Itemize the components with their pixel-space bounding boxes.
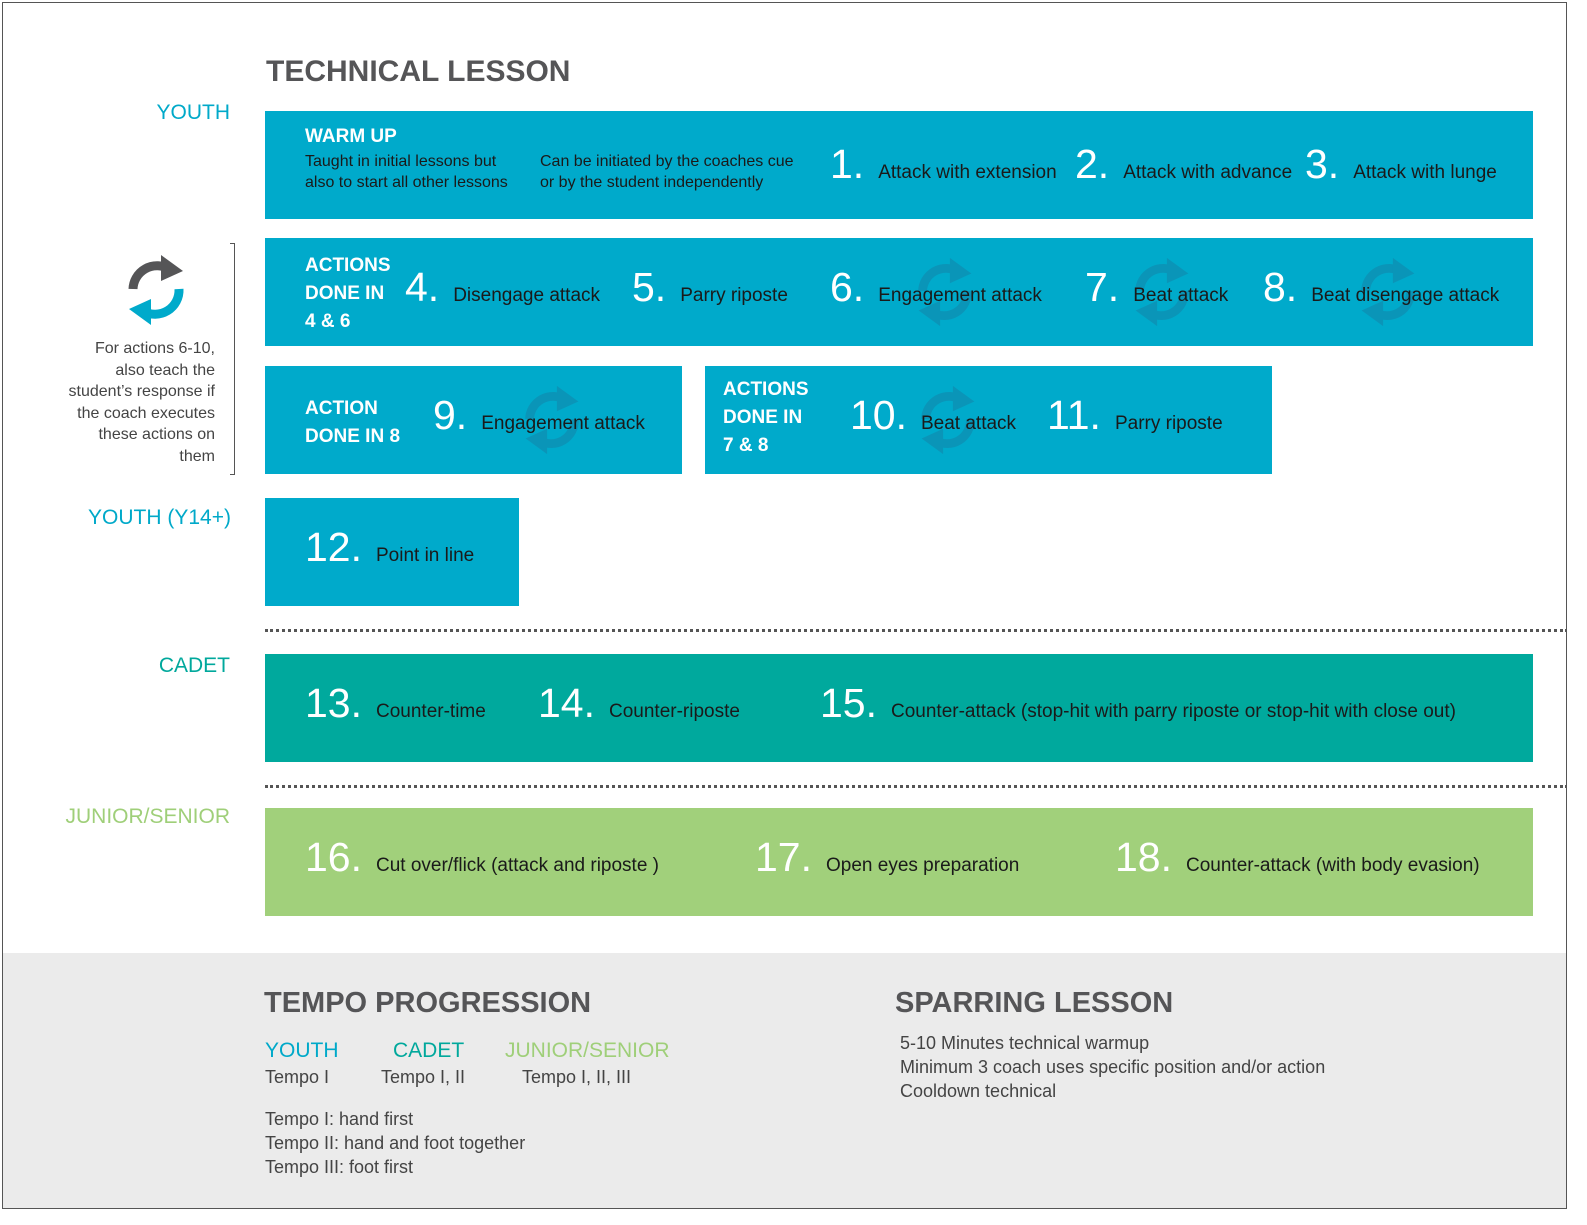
action-number: 13. [305,680,362,726]
action-label: Disengage attack [453,285,601,306]
action-label: Attack with extension [878,162,1057,183]
warmup-header: WARM UP [305,126,397,147]
action-label: Beat attack [1133,285,1229,306]
action-number: 15. [820,680,877,726]
action-8-box: ACTION DONE IN 8 9. Engagement attack [265,366,682,474]
action-number: 2. [1075,141,1110,187]
actions-7-8-header: ACTIONS DONE IN 7 & 8 [723,379,809,456]
action-item-12: 12. Point in line [305,524,474,571]
action-number: 12. [305,524,362,570]
action-number: 14. [538,680,595,726]
infographic: TECHNICAL LESSON YOUTH YOUTH (Y14+) CADE… [2,2,1567,1209]
point-in-line-box: 12. Point in line [265,498,519,606]
cycle-arrows-icon [128,255,184,325]
action-item-18: 18. Counter-attack (with body evasion) [1115,834,1480,881]
action-item-5: 5. Parry riposte [632,264,788,311]
action-label: Counter-time [376,701,486,722]
cadet-box: 13. Counter-time 14. Counter-riposte 15.… [265,654,1533,762]
level-label-youth: YOUTH [156,101,231,124]
warmup-box: WARM UP Taught in initial lessons but al… [265,111,1533,219]
action-item-13: 13. Counter-time [305,680,486,727]
action-label: Engagement attack [481,413,645,434]
warmup-note-1: Taught in initial lessons but also to st… [305,153,508,191]
action-item-17: 17. Open eyes preparation [755,834,1019,881]
action-item-14: 14. Counter-riposte [538,680,740,727]
bracket-divider [230,243,239,475]
action-item-2: 2. Attack with advance [1075,141,1292,188]
action-number: 10. [850,392,907,438]
action-number: 4. [405,264,440,310]
tempo-definition: Tempo II: hand and foot together [265,1133,526,1153]
action-label: Engagement attack [878,285,1042,306]
action-label: Cut over/flick (attack and riposte ) [376,855,659,876]
sparring-line: 5-10 Minutes technical warmup [900,1033,1150,1053]
action-number: 6. [830,264,865,310]
tempo-value-junior: Tempo I, II, III [522,1067,632,1087]
tempo-definition: Tempo III: foot first [265,1157,414,1177]
action-number: 5. [632,264,667,310]
action-number: 1. [830,141,865,187]
action-number: 18. [1115,834,1172,880]
action-label: Point in line [376,545,475,566]
tempo-level-cadet: CADET [393,1039,465,1062]
junior-senior-box: 16. Cut over/flick (attack and riposte )… [265,808,1533,916]
tempo-title: TEMPO PROGRESSION [264,987,592,1019]
action-number: 17. [755,834,812,880]
action-item-15: 15. Counter-attack (stop-hit with parry … [820,680,1456,727]
cycle-arrows-icon [918,257,972,327]
actions-4-6-box: ACTIONS DONE IN 4 & 6 4. Disengage attac… [265,238,1533,346]
sparring-title: SPARRING LESSON [895,987,1174,1019]
dotted-divider [265,629,1566,632]
action-number: 11. [1047,392,1101,438]
action-item-11: 11. Parry riposte [1047,392,1223,439]
sparring-line: Minimum 3 coach uses specific position a… [900,1057,1326,1077]
action-item-8: 8. Beat disengage attack [1263,264,1499,311]
action-number: 7. [1085,264,1120,310]
actions-4-6-header: ACTIONS DONE IN 4 & 6 [305,255,391,332]
tempo-value-cadet: Tempo I, II [381,1067,466,1087]
actions-7-8-box: ACTIONS DONE IN 7 & 8 10. Beat attack 11… [705,366,1272,474]
actions-note: For actions 6-10, also teach the student… [68,340,215,465]
action-label: Attack with advance [1123,162,1293,183]
action-label: Parry riposte [1114,413,1223,434]
tempo-value-youth: Tempo I [265,1067,330,1087]
action-item-6: 6. Engagement attack [830,264,1042,311]
cycle-arrows-icon [1361,257,1415,327]
action-label: Counter-attack (with body evasion) [1186,855,1480,876]
action-number: 16. [305,834,362,880]
action-label: Beat attack [921,413,1017,434]
warmup-note-2: Can be initiated by the coaches cue or b… [540,153,794,191]
sparring-line: Cooldown technical [900,1081,1057,1101]
level-label-cadet: CADET [158,654,230,677]
action-item-3: 3. Attack with lunge [1305,141,1497,188]
tempo-level-junior: JUNIOR/SENIOR [505,1039,670,1062]
action-label: Open eyes preparation [826,855,1020,876]
tempo-definition: Tempo I: hand first [265,1109,414,1129]
cycle-arrows-icon [525,385,579,455]
action-label: Counter-attack (stop-hit with parry ripo… [891,701,1456,722]
level-label-junior-senior: JUNIOR/SENIOR [65,805,230,828]
action-label: Counter-riposte [609,701,740,722]
level-label-youth-y14: YOUTH (Y14+) [88,506,231,529]
action-item-7: 7. Beat attack [1085,264,1228,311]
footer-panel: TEMPO PROGRESSION YOUTH CADET JUNIOR/SEN… [3,953,1566,1208]
action-label: Attack with lunge [1353,162,1497,183]
action-number: 8. [1263,264,1298,310]
action-item-10: 10. Beat attack [850,392,1016,439]
action-label: Parry riposte [680,285,788,306]
action-8-header: ACTION DONE IN 8 [305,398,401,447]
action-item-16: 16. Cut over/flick (attack and riposte ) [305,834,659,881]
action-number: 3. [1305,141,1340,187]
action-label: Beat disengage attack [1311,285,1500,306]
page-title: TECHNICAL LESSON [266,55,571,88]
action-item-4: 4. Disengage attack [405,264,600,311]
action-number: 9. [433,392,468,438]
cycle-arrows-icon [921,385,975,455]
action-item-1: 1. Attack with extension [830,141,1057,188]
cycle-arrows-icon [1135,257,1189,327]
dotted-divider [265,785,1566,788]
tempo-level-youth: YOUTH [265,1039,339,1062]
action-item-9: 9. Engagement attack [433,392,645,439]
